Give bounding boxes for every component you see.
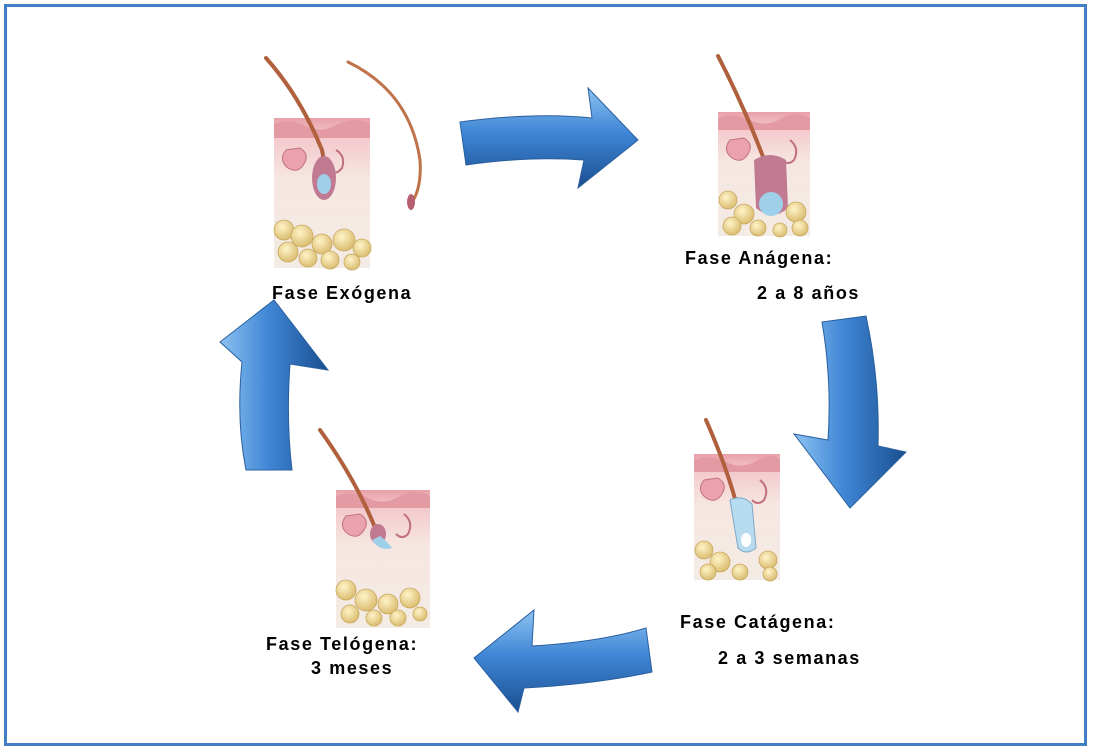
label-anagena-duration: 2 a 8 años xyxy=(757,283,860,304)
illustration-exogena xyxy=(266,58,420,270)
label-fase-telogena: Fase Telógena: xyxy=(266,634,418,655)
label-fase-anagena: Fase Anágena: xyxy=(685,248,833,269)
arrow-telogena-to-exogena xyxy=(220,300,328,470)
label-telogena-duration: 3 meses xyxy=(311,658,393,679)
arrow-exogena-to-anagena xyxy=(460,88,638,188)
arrow-anagena-to-catagena xyxy=(794,316,906,508)
arrow-catagena-to-telogena xyxy=(474,610,652,712)
illustration-anagena xyxy=(718,56,810,237)
label-fase-catagena: Fase Catágena: xyxy=(680,612,835,633)
illustration-catagena xyxy=(694,420,780,581)
label-fase-exogena: Fase Exógena xyxy=(272,283,412,304)
label-catagena-duration: 2 a 3 semanas xyxy=(718,648,861,669)
illustration-telogena xyxy=(320,430,430,628)
